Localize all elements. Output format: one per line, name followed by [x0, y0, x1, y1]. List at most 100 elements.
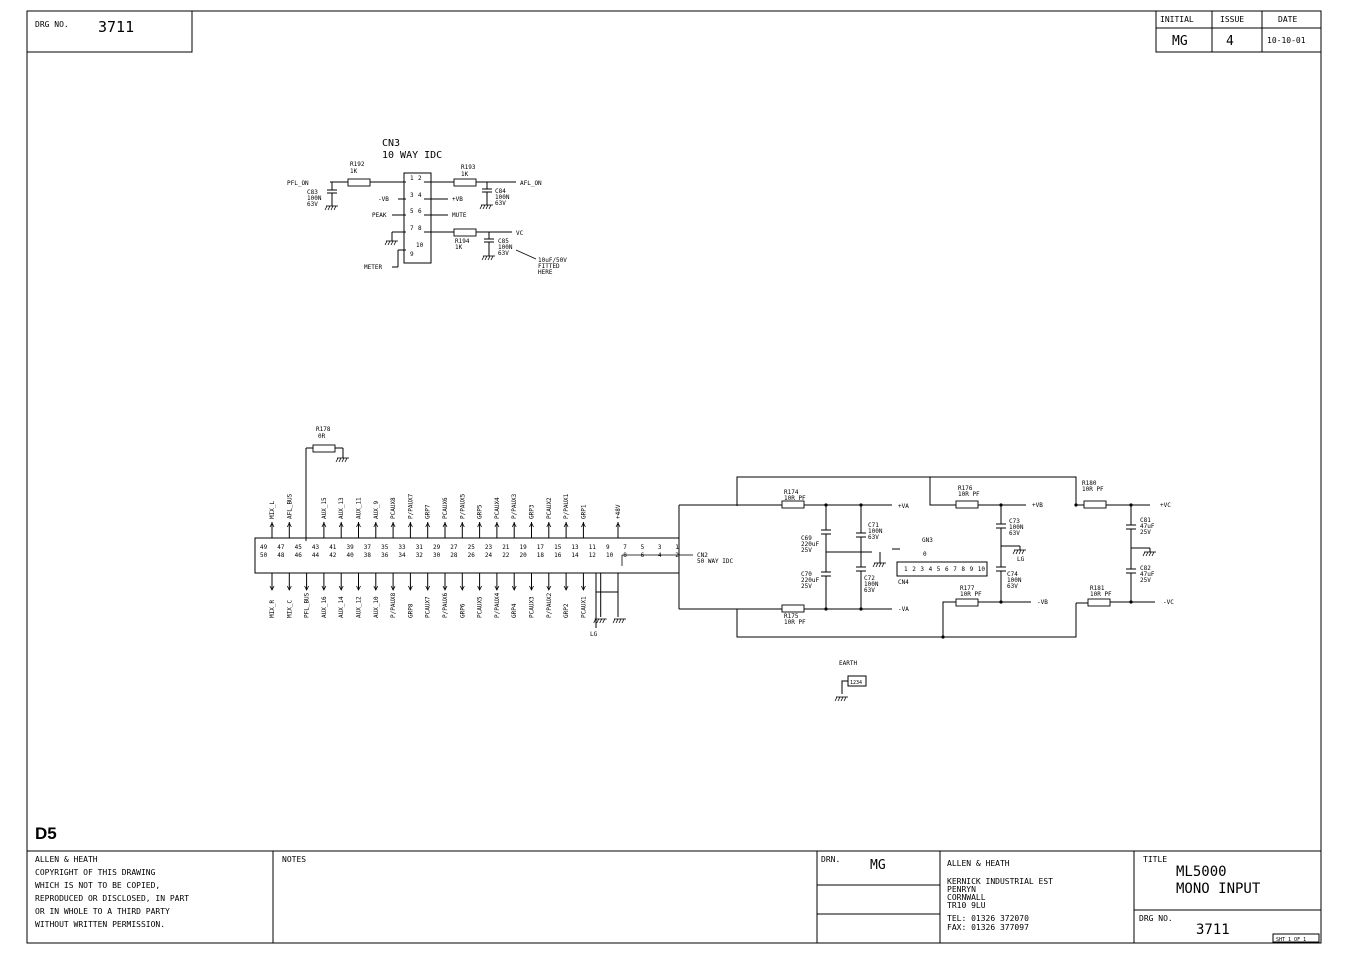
cn2-pin-number: 14 — [571, 552, 579, 559]
r194-resistor — [453, 228, 477, 237]
r193-resistor — [453, 178, 477, 187]
cn2-pin-number: 39 — [347, 544, 355, 551]
svg-text:GN3: GN3 — [922, 537, 933, 544]
header-drg-number: 3711 — [98, 18, 134, 36]
svg-text:FITTED: FITTED — [538, 263, 560, 270]
svg-text:50 WAY IDC: 50 WAY IDC — [697, 558, 734, 565]
svg-text:10R PF: 10R PF — [1090, 591, 1112, 598]
revision-box: INITIAL ISSUE DATE MG 4 10-10-01 — [1155, 10, 1322, 53]
svg-text:47uF: 47uF — [1140, 523, 1155, 530]
cn2-pin-number: 23 — [485, 544, 493, 551]
svg-text:HERE: HERE — [538, 269, 553, 276]
r180-resistor — [1083, 500, 1107, 509]
svg-text:-VC: -VC — [1163, 599, 1174, 606]
svg-text:C71: C71 — [868, 522, 879, 529]
svg-text:4: 4 — [418, 192, 422, 199]
cn2-pin-number: 30 — [433, 552, 441, 559]
svg-text:1K: 1K — [350, 168, 358, 175]
svg-text:63V: 63V — [307, 201, 318, 208]
company-name: ALLEN & HEATH — [947, 859, 1010, 868]
cn2-pin-number: 43 — [312, 544, 320, 551]
footer-drg-label: DRG NO. — [1139, 914, 1173, 923]
cn3-title: CN3 — [382, 138, 400, 149]
r178-link: R178 0R — [305, 426, 350, 541]
cn2-pin-number: 20 — [520, 552, 528, 559]
svg-text:R181: R181 — [1090, 585, 1105, 592]
svg-text:VC: VC — [516, 230, 524, 237]
svg-text:R193: R193 — [461, 164, 476, 171]
svg-text:1: 1 — [410, 175, 414, 182]
section-label: D5 — [35, 824, 57, 843]
svg-text:1234: 1234 — [850, 680, 862, 686]
svg-text:0: 0 — [923, 551, 927, 558]
svg-text:25V: 25V — [801, 583, 812, 590]
cn2-signal-label: PFL_BUS — [304, 592, 311, 618]
svg-text:R180: R180 — [1082, 480, 1097, 487]
svg-text:+VB: +VB — [1032, 502, 1043, 509]
initial-value: MG — [1172, 34, 1188, 49]
cn2-pin-number: 6 — [641, 552, 645, 559]
cn2-signal-label: P/PAUX4 — [494, 592, 501, 618]
cn2-pin-number: 15 — [554, 544, 562, 551]
svg-text:63V: 63V — [1009, 530, 1020, 537]
cn4-pin-number: 7 — [953, 566, 957, 573]
cn3-connector-body — [403, 172, 432, 264]
cn2-pin-number: 19 — [520, 544, 528, 551]
cn2-signal-label: PCAUX5 — [477, 596, 484, 618]
cn2-pin-number: 37 — [364, 544, 372, 551]
cn2-signal-label: PCAUX3 — [529, 596, 536, 618]
cn4-pin-number: 3 — [920, 566, 924, 573]
cn2-pin-number: 48 — [277, 552, 285, 559]
svg-text:METER: METER — [364, 264, 382, 271]
svg-text:10uF/50V: 10uF/50V — [538, 257, 567, 264]
svg-text:R174: R174 — [784, 489, 799, 496]
svg-text:63V: 63V — [864, 587, 875, 594]
cn2-pin-number: 16 — [554, 552, 562, 559]
company-tel: TEL: 01326 372070 — [947, 914, 1029, 923]
svg-text:-VB: -VB — [1037, 599, 1048, 606]
cn2-signal-label: PCAUX2 — [546, 497, 553, 519]
afl-on-label: AFL_ON — [520, 180, 542, 187]
svg-text:220uF: 220uF — [801, 577, 819, 584]
cn2-signal-label: P/PAUX7 — [407, 493, 414, 519]
cn2-pin-number: 26 — [468, 552, 476, 559]
cn2-pin-number: 9 — [606, 544, 610, 551]
cn2-pin-number: 45 — [295, 544, 303, 551]
cn2-pin-number: 47 — [277, 544, 285, 551]
cn4-pin-number: 8 — [961, 566, 965, 573]
svg-text:CN2: CN2 — [697, 552, 708, 559]
svg-text:C82: C82 — [1140, 565, 1151, 572]
company-address-2: PENRYN — [947, 885, 976, 894]
cn2-signal-label: MIX_R — [269, 600, 276, 618]
pfl-on-label: PFL_ON — [287, 180, 309, 187]
company-fax: FAX: 01326 377097 — [947, 923, 1029, 932]
cn3-subtitle: 10 WAY IDC — [382, 150, 442, 161]
r176-resistor — [955, 500, 979, 509]
cn2-pin-number: 35 — [381, 544, 389, 551]
cn2-pin-number: 25 — [468, 544, 476, 551]
svg-text:C72: C72 — [864, 575, 875, 582]
copyright-line-2: COPYRIGHT OF THIS DRAWING — [35, 868, 156, 877]
cn2-signal-label: P/PAUX1 — [563, 493, 570, 519]
svg-text:PEAK: PEAK — [372, 212, 387, 219]
cn4-pin-number: 4 — [929, 566, 933, 573]
svg-text:+VA: +VA — [898, 503, 909, 510]
cn2-pin-number: 36 — [381, 552, 389, 559]
svg-text:R176: R176 — [958, 485, 973, 492]
cn4-connector — [896, 561, 988, 577]
cn2-pin-number: 2 — [675, 552, 679, 559]
svg-text:C74: C74 — [1007, 571, 1018, 578]
cn2-signal-label: AUX_16 — [321, 596, 328, 618]
cn2-signal-label: GRP2 — [563, 603, 570, 618]
cn2-signal-label: P/PAUX3 — [511, 493, 518, 519]
svg-text:EARTH: EARTH — [839, 660, 857, 667]
svg-text:+VC: +VC — [1160, 502, 1171, 509]
issue-value: 4 — [1226, 34, 1234, 49]
svg-text:0R: 0R — [318, 433, 326, 440]
svg-text:5: 5 — [410, 208, 414, 215]
cn2-pin-number: 22 — [502, 552, 510, 559]
svg-text:C85: C85 — [498, 238, 509, 245]
svg-text:LG: LG — [1017, 556, 1025, 563]
svg-text:100N: 100N — [495, 194, 510, 201]
